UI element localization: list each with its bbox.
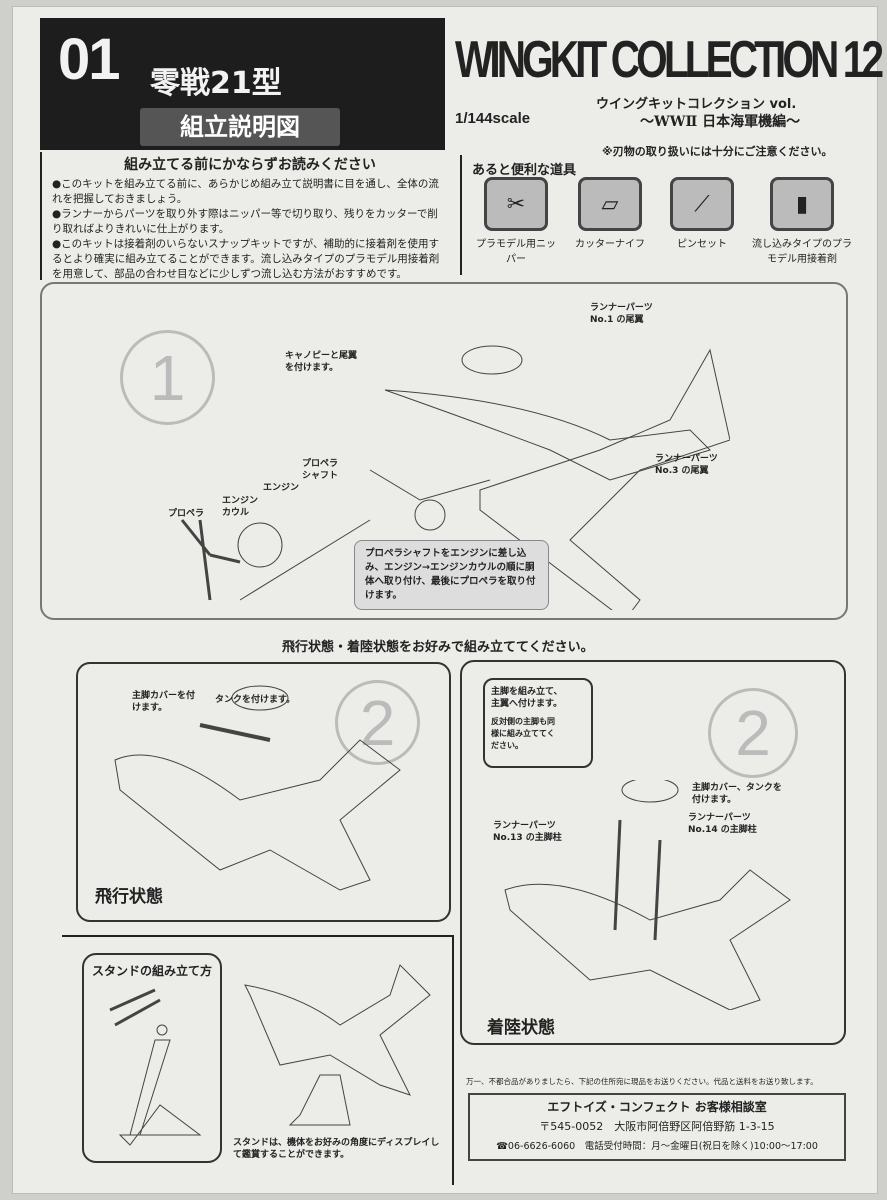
tank-note: タンクを付けます。 [215,695,296,705]
intro-item: ●このキットは接着剤のいらないスナップキットですが、補助的に接着剤を使用するとよ… [52,238,440,280]
tools-warning: ※刃物の取り扱いには十分にご注意ください。 [602,145,833,158]
flight-panel [76,662,451,922]
intro-title: 組み立てる前にかならずお読みください [124,157,376,173]
step2-heading: 飛行状態・着陸状態をお好みで組み立ててください。 [282,640,594,655]
tool-tweezers: ⟋ ピンセット [662,177,742,250]
plane-flight [114,739,401,891]
landing-mode-label: 着陸状態 [487,1018,555,1038]
subtitle: 組立説明図 [140,108,340,146]
brand-logo: WINGKIT COLLECTION 12 [455,31,884,89]
landing-gear-bubble: 主脚を組み立て、主翼へ付けます。 反対側の主脚も同様に組み立ててください。 [483,678,593,768]
nipper-icon: ✂ [484,177,548,231]
step2-number-landing: 2 [708,688,798,778]
brand-kana: ウイングキットコレクション vol. [596,97,797,112]
intro-item: ●ランナーからパーツを取り外す際はニッパー等で切り取り、残りをカッターで削り取れ… [52,208,438,235]
cement-bottle-icon: ▮ [770,177,834,231]
drop-tank [231,685,289,711]
landing-gear-cover [199,723,271,742]
propeller [180,519,241,601]
assembly-arrow [369,469,491,501]
series: 〜WWⅡ 日本海軍機編〜 [640,114,801,130]
assembly-line [239,519,371,601]
cover-note: 主脚カバーを付けます。 [132,691,196,713]
cutter-knife-icon: ▱ [578,177,642,231]
canopy-note: キャノピーと尾翼を付けます。 [285,351,358,373]
landing-gear-strut [613,819,662,941]
stand-note: スタンドは、機体をお好みの角度にディスプレイして鑑賞することができます。 [233,1138,440,1160]
tail1-label: ランナーパーツ No.1 の尾翼 [590,303,653,325]
step1-diagram [180,345,730,610]
engine-cowl [237,522,283,568]
phone: ☎06-6626-6060 電話受付時間：月〜金曜日(祝日を除く)10:00〜1… [496,1141,818,1152]
plane-landing [504,869,791,1010]
address: 〒545-0052 大阪市阿倍野区阿倍野筋 1-3-15 [539,1120,775,1133]
intro-item: ●このキットを組み立てる前に、あらかじめ組み立て説明書に目を通し、全体の流れを把… [52,178,439,205]
stand-section [62,935,454,1185]
tool-label: プラモデル用ニッパー [476,239,556,265]
step1-number: 1 [120,330,215,425]
stand-title: スタンドの組み立て方 [92,964,213,978]
canopy [461,345,523,375]
customer-service-box: エフトイズ・コンフェクト お客様相談室 〒545-0052 大阪市阿倍野区阿倍野… [468,1093,846,1161]
model-name: 零戦21型 [150,66,282,101]
kit-number: 01 [58,27,120,92]
flight-diagram [114,685,401,891]
scale: 1/144scale [455,110,531,127]
bubble-text: 反対側の主脚も同様に組み立ててください。 [491,717,555,750]
stand-assembly-panel [82,953,222,1163]
drop-tank [621,780,679,803]
cowl-label: エンジン カウル [222,496,259,518]
tool-label: ピンセット [677,239,727,250]
landing-diagram [504,780,791,1010]
tools-title: あると便利な道具 [472,163,577,178]
tweezers-icon: ⟋ [670,177,734,231]
step1-panel [40,282,848,620]
flight-mode-label: 飛行状態 [95,887,163,907]
tool-label: 流し込みタイプのプラモデル用接着剤 [752,239,852,265]
tool-nipper: ✂ プラモデル用ニッパー [476,177,556,265]
step2-number-flight: 2 [335,680,420,765]
footer-notice: 万一、不都合品がありましたら、下記の住所宛に現品をお送りください。代品と送料をお… [466,1077,818,1086]
bubble-text: 主脚を組み立て、主翼へ付けます。 [491,687,563,709]
propeller-label: プロペラ [168,509,205,519]
stand-diagram [109,988,202,1146]
step1-instruction-bubble: プロペラシャフトをエンジンに差し込み、エンジン→エンジンカウルの順に胴体へ取り付… [354,540,549,610]
tail3-label: ランナーパーツ No.3 の尾翼 [655,454,718,476]
engine-label: エンジン [263,483,300,493]
strut13-label: ランナーパーツ No.13 の主脚柱 [493,821,562,843]
tool-cutter: ▱ カッターナイフ [570,177,650,250]
plane-on-stand [244,964,431,1126]
landing-panel [460,660,846,1045]
tool-label: カッターナイフ [575,239,645,250]
plane-wing-left [384,389,711,481]
tools-section: あると便利な道具 ※刃物の取り扱いには十分にご注意ください。 ✂ プラモデル用ニッ… [460,145,852,275]
strut14-label: ランナーパーツ No.14 の主脚柱 [688,813,757,835]
company-name: エフトイズ・コンフェクト お客様相談室 [547,1100,767,1114]
tool-cement: ▮ 流し込みタイプのプラモデル用接着剤 [752,177,852,265]
engine [414,499,446,531]
shaft-label: プロペラ シャフト [302,459,339,481]
intro-notes: 組み立てる前にかならずお読みください ●このキットを組み立てる前に、あらかじめ組… [40,152,458,280]
cover-tank-note: 主脚カバー、タンクを付けます。 [692,783,782,805]
plane-fuselage [479,348,730,610]
